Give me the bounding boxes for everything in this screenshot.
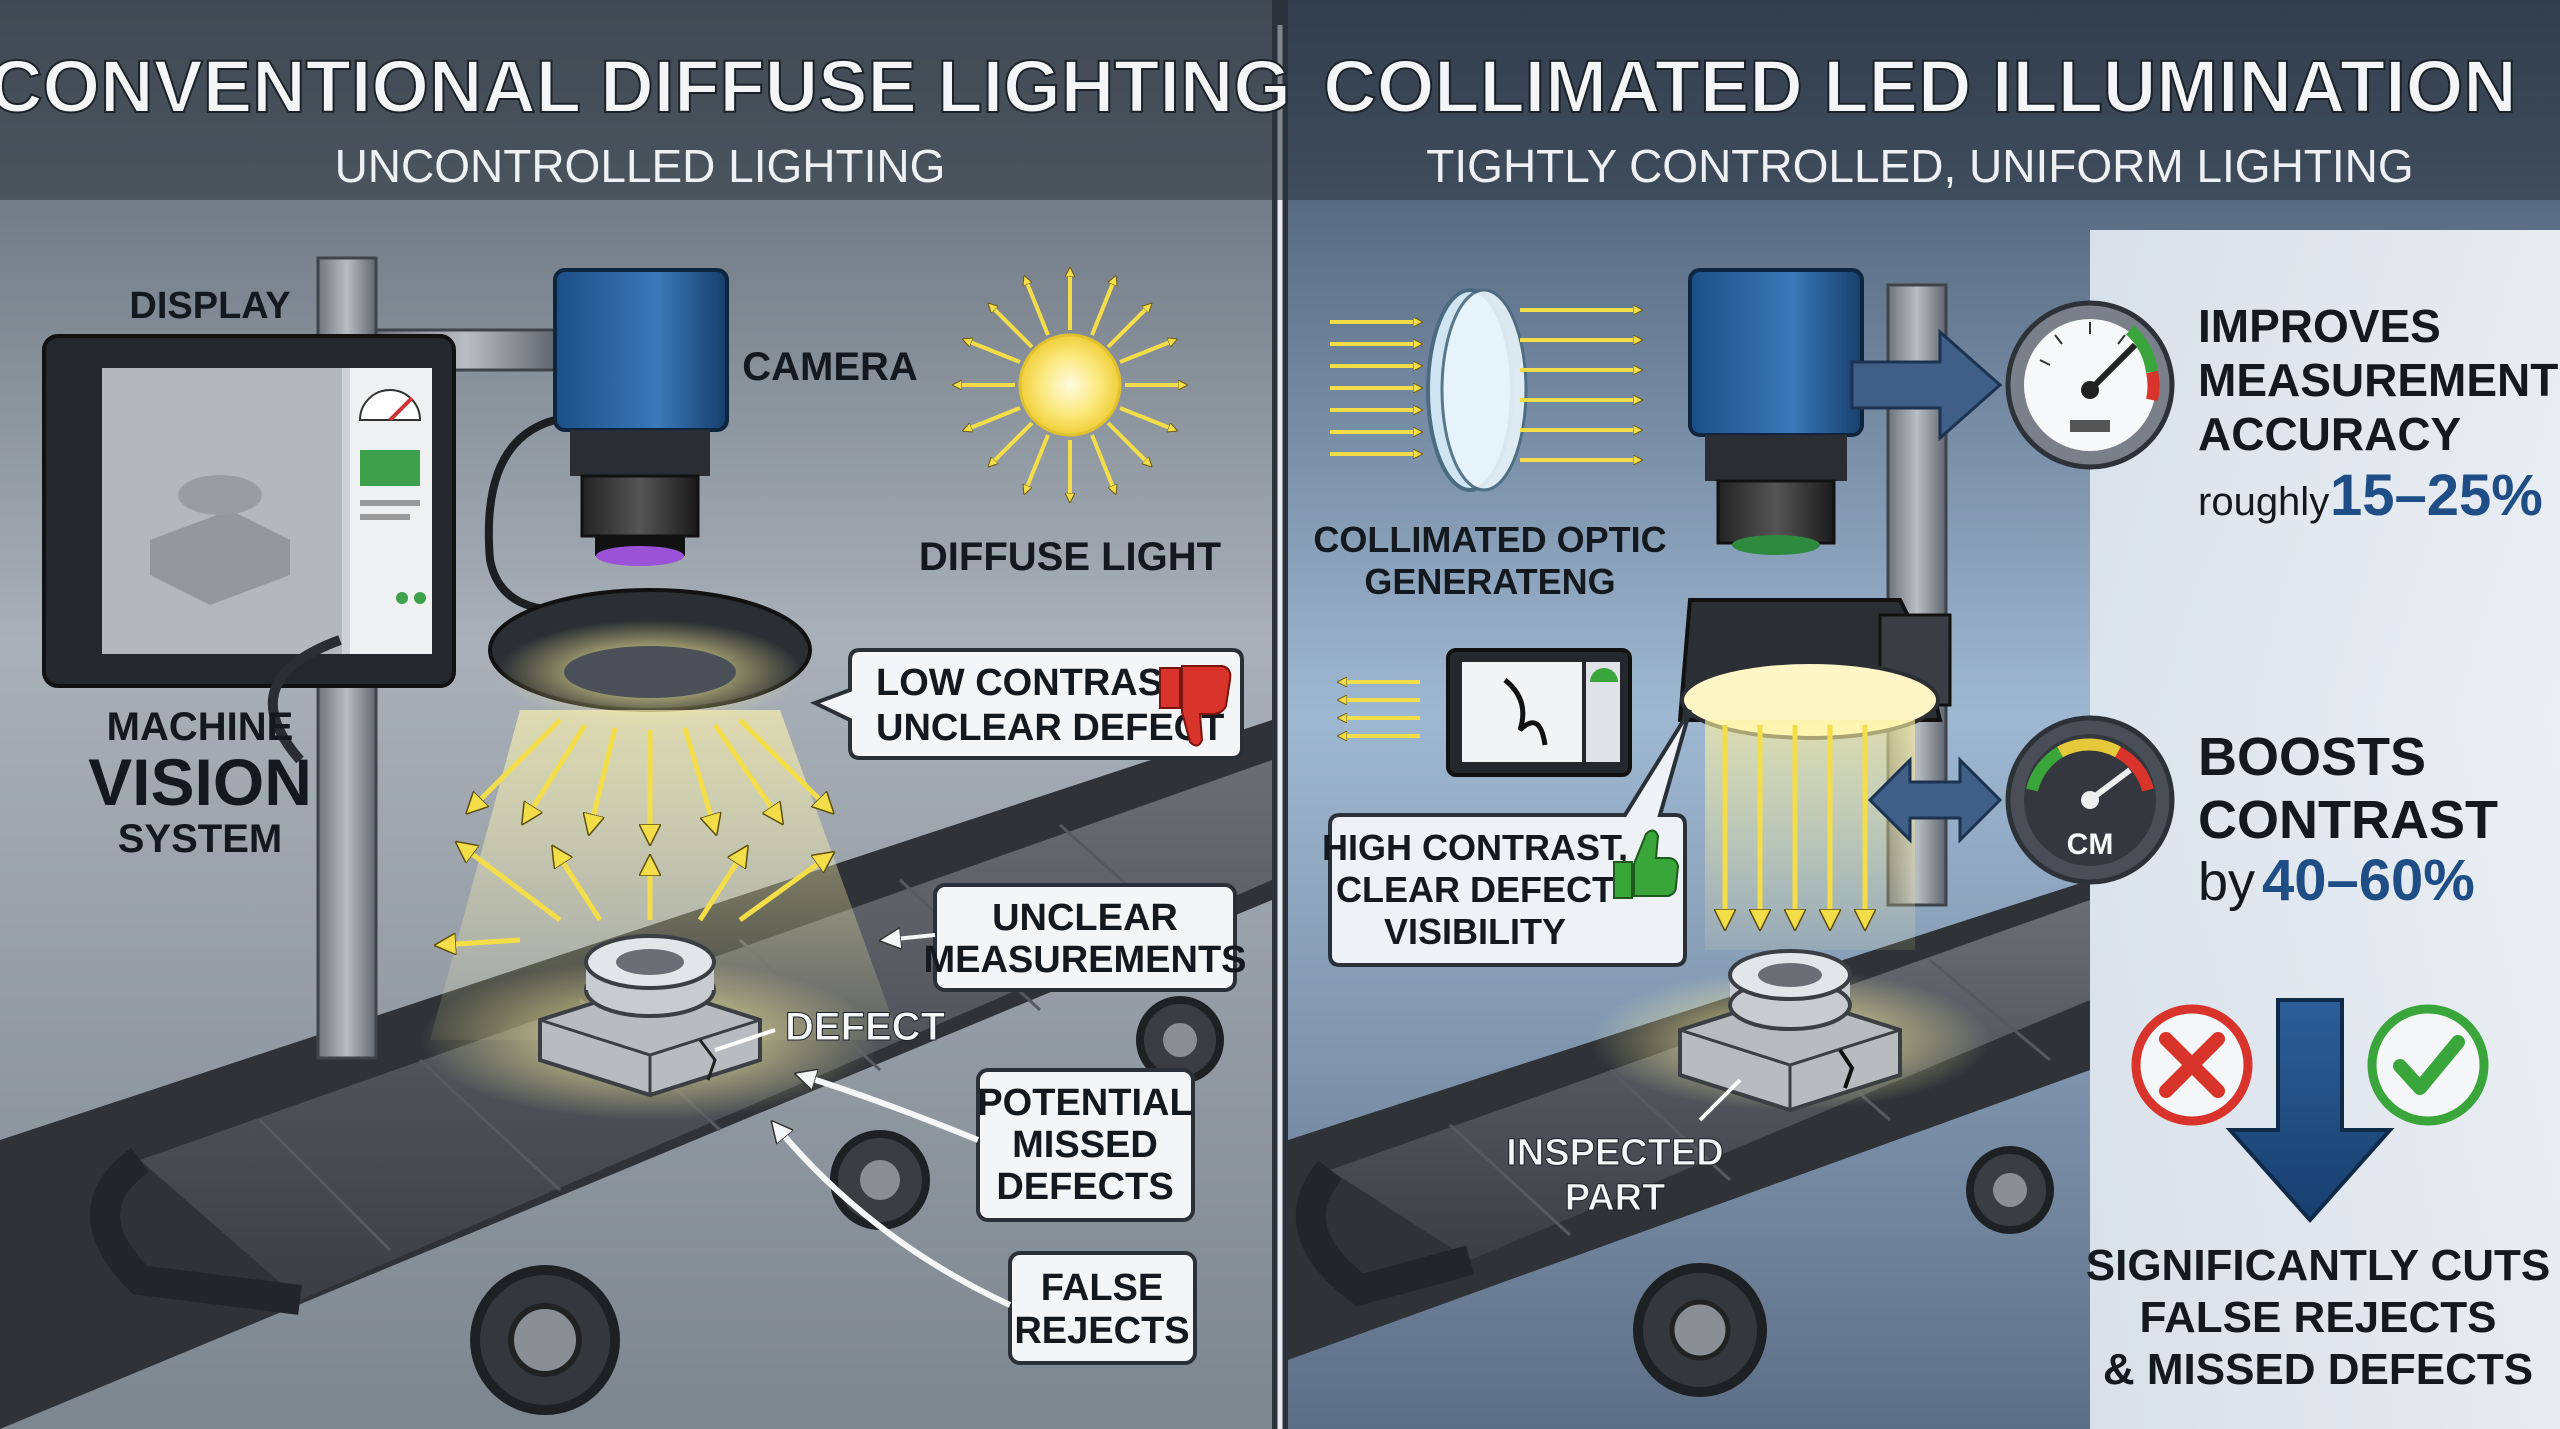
missed-defects-line-3: DEFECTS bbox=[996, 1166, 1173, 1208]
unclear-measurements-line-2: MEASUREMENTS bbox=[923, 939, 1246, 981]
accuracy-title-line-3: ACCURACY bbox=[2198, 408, 2461, 460]
high-contrast-display bbox=[1446, 648, 1632, 777]
header-shade bbox=[0, 0, 2560, 200]
false-rejects-line-1: FALSE bbox=[1041, 1267, 1163, 1309]
accuracy-title-line-2: MEASUREMENT bbox=[2198, 354, 2558, 406]
accuracy-value: 15–25% bbox=[2330, 463, 2543, 528]
high-contrast-line-1: HIGH CONTRAST, bbox=[1322, 827, 1628, 868]
reject-x-icon bbox=[2131, 1004, 2253, 1126]
thumbs-down-icon bbox=[1159, 665, 1232, 747]
false-rejects-callout: FALSE REJECTS bbox=[775, 1125, 1197, 1365]
right-inspected-part bbox=[1678, 949, 1902, 1122]
accuracy-arrow bbox=[1850, 328, 2003, 442]
contrast-title-line-1: BOOSTS bbox=[2198, 727, 2426, 787]
camera-label: CAMERA bbox=[742, 345, 918, 389]
missed-defects-line-2: MISSED bbox=[1012, 1124, 1158, 1166]
inspected-part-label-line-2: PART bbox=[1565, 1177, 1666, 1219]
false-rejects-line-2: REJECTS bbox=[1014, 1310, 1189, 1352]
left-camera bbox=[484, 268, 729, 614]
system-label: SYSTEM bbox=[118, 817, 282, 861]
right-title: COLLIMATED LED ILLUMINATION bbox=[1323, 45, 2516, 128]
missed-defects-callout: POTENTIAL MISSED DEFECTS bbox=[800, 1068, 1195, 1222]
accuracy-title-line-1: IMPROVES bbox=[2198, 300, 2441, 352]
high-contrast-line-2: CLEAR DEFECT bbox=[1336, 869, 1614, 910]
collimated-optic-label-line-1: COLLIMATED OPTIC bbox=[1313, 519, 1666, 560]
contrast-value: 40–60% bbox=[2262, 848, 2475, 913]
accuracy-prefix: roughly bbox=[2198, 480, 2329, 524]
contrast-prefix: by bbox=[2198, 852, 2255, 912]
accept-check-icon bbox=[2367, 1004, 2489, 1126]
vision-label: VISION bbox=[88, 745, 312, 819]
display-cable bbox=[267, 635, 342, 764]
machine-vision-display bbox=[42, 334, 456, 688]
left-downward-light-arrows bbox=[470, 718, 830, 840]
machine-label: MACHINE bbox=[107, 705, 294, 749]
contrast-title-line-2: CONTRAST bbox=[2198, 790, 2498, 850]
gauge-unit: CM bbox=[2067, 828, 2114, 861]
collimated-optic-lens bbox=[1426, 288, 1528, 492]
diffuse-light-label: DIFFUSE LIGHT bbox=[919, 535, 1221, 579]
right-subtitle: TIGHTLY CONTROLLED, UNIFORM LIGHTING bbox=[1426, 140, 2413, 192]
reduction-down-arrow bbox=[2225, 998, 2395, 1224]
contrast-arrow bbox=[1867, 756, 2003, 844]
missed-defects-line-1: POTENTIAL bbox=[977, 1082, 1192, 1124]
unclear-measurements-line-1: UNCLEAR bbox=[992, 897, 1178, 939]
high-contrast-line-3: VISIBILITY bbox=[1384, 911, 1566, 952]
low-contrast-callout: LOW CONTRAST, UNCLEAR DEFECT bbox=[809, 648, 1244, 760]
left-ring-light bbox=[488, 588, 812, 724]
unclear-measurements-callout: UNCLEAR MEASUREMENTS bbox=[885, 883, 1247, 992]
accuracy-gauge-icon bbox=[2005, 300, 2175, 470]
benefits-panel bbox=[2090, 230, 2560, 1429]
thumbs-up-icon bbox=[1613, 829, 1680, 899]
inspected-part-label-line-1: INSPECTED bbox=[1506, 1132, 1723, 1174]
cuts-text-line-1: SIGNIFICANTLY CUTS bbox=[2086, 1241, 2551, 1290]
contrast-gauge-icon: CM bbox=[2005, 715, 2175, 885]
collimated-optic-label-line-2: GENERATENG bbox=[1364, 561, 1615, 602]
left-scattered-light-arrows bbox=[440, 845, 830, 945]
collimated-beam-arrows-output bbox=[1520, 310, 1640, 460]
cuts-text-line-2: FALSE REJECTS bbox=[2140, 1293, 2497, 1342]
defect-label: DEFECT bbox=[785, 1005, 945, 1049]
collimated-led-light bbox=[1677, 598, 1952, 740]
diffuse-light-sun-icon bbox=[955, 270, 1185, 500]
display-input-arrows bbox=[1340, 682, 1420, 736]
collimated-beam-arrows-input bbox=[1330, 322, 1420, 454]
left-title: CONVENTIONAL DIFFUSE LIGHTING bbox=[0, 45, 1291, 128]
low-contrast-line-2: UNCLEAR DEFECT bbox=[876, 707, 1224, 749]
low-contrast-line-1: LOW CONTRAST, bbox=[876, 662, 1193, 704]
cuts-text-line-3: & MISSED DEFECTS bbox=[2103, 1345, 2533, 1394]
display-label: DISPLAY bbox=[129, 285, 290, 327]
left-subtitle: UNCONTROLLED LIGHTING bbox=[335, 140, 946, 192]
collimated-downward-arrows bbox=[1725, 725, 1865, 925]
collimated-beam bbox=[1705, 720, 1915, 950]
left-inspected-part bbox=[538, 934, 776, 1098]
left-light-cone bbox=[430, 710, 900, 1040]
high-contrast-callout: HIGH CONTRAST, CLEAR DEFECT VISIBILITY bbox=[1322, 708, 1692, 967]
right-camera bbox=[1688, 268, 1864, 555]
